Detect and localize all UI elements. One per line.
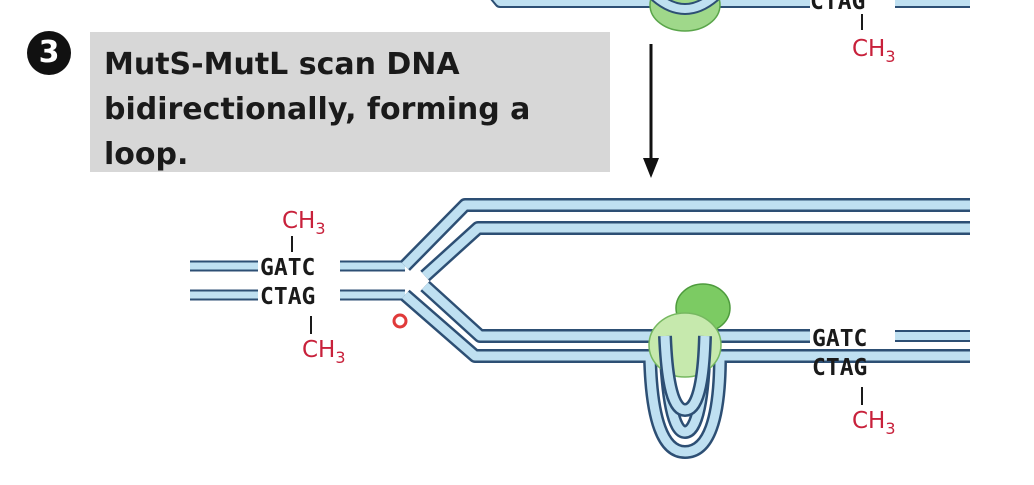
left-gatc-site: CH3 GATC CTAG CH3 <box>260 208 346 367</box>
cursor-marker-icon <box>392 313 408 329</box>
right-bottom-sequence: CTAG <box>812 355 867 381</box>
left-dna-duplex <box>190 260 405 301</box>
right-top-sequence: GATC <box>812 326 867 352</box>
left-methyl-top-label: CH3 <box>282 208 326 238</box>
muts-mutl-complex <box>648 283 731 418</box>
step-number-badge: 3 <box>27 31 71 75</box>
caption-text: MutS-MutL scan DNA bidirectionally, form… <box>104 47 531 172</box>
caption-box: MutS-MutL scan DNA bidirectionally, form… <box>90 32 610 172</box>
top-dna-fragment <box>490 0 970 32</box>
left-top-sequence: GATC <box>260 255 315 281</box>
right-methyl-label: CH3 <box>852 408 896 438</box>
top-gatc-site: CTAG CH3 <box>810 0 896 66</box>
top-bottom-sequence: CTAG <box>810 0 865 15</box>
left-bottom-sequence: CTAG <box>260 284 315 310</box>
left-methyl-bottom-label: CH3 <box>302 337 346 367</box>
down-arrow <box>643 44 659 178</box>
right-gatc-site: GATC CTAG CH3 <box>812 326 896 438</box>
top-methyl-label: CH3 <box>852 36 896 66</box>
upper-dna-branch <box>400 198 970 282</box>
